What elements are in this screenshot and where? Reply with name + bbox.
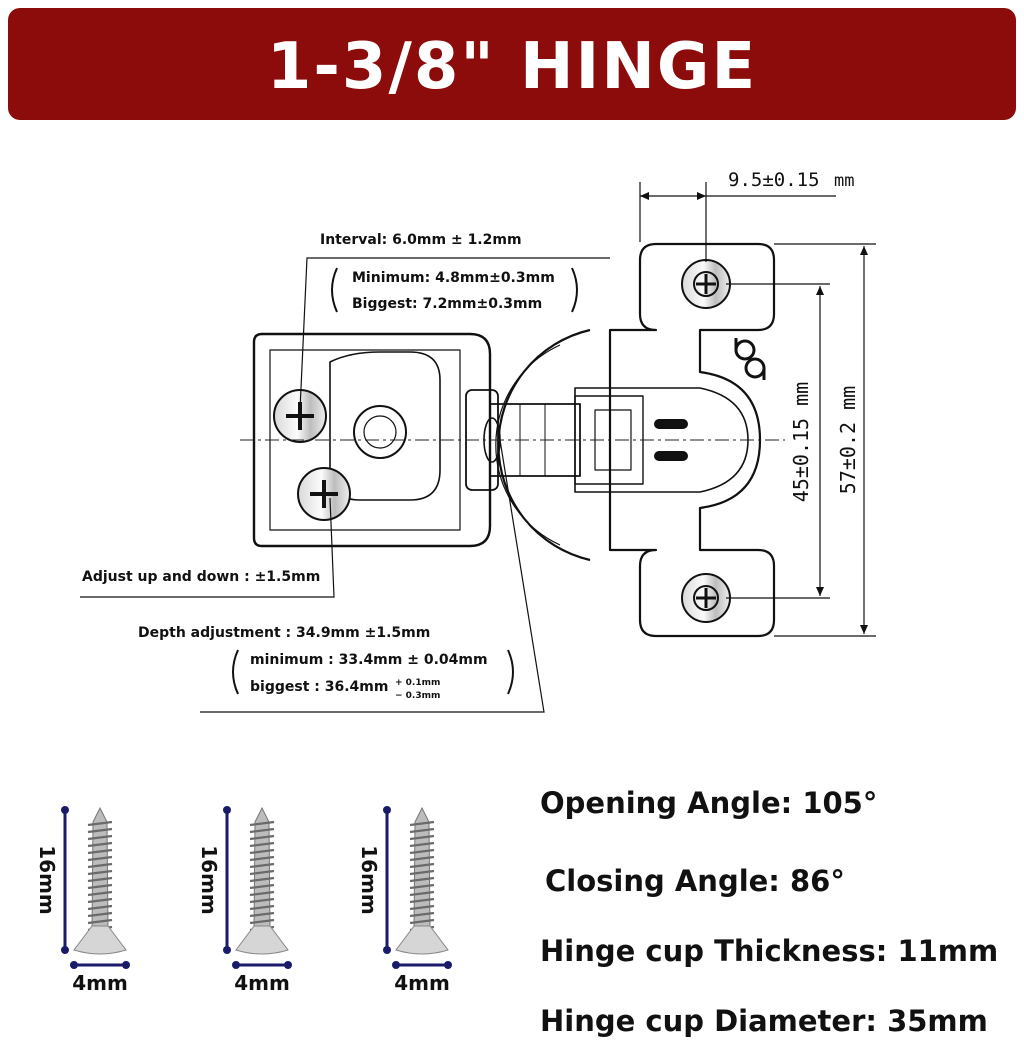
plate-screw-bottom: [681, 573, 731, 623]
leader-lines: [80, 257, 610, 713]
screw-length-label: 16mm: [197, 845, 221, 915]
screw-width-label: 4mm: [72, 971, 128, 995]
brackets: [232, 267, 578, 695]
interval-min-label: Minimum: 4.8mm±0.3mm: [352, 270, 555, 286]
mounting-plate: [608, 242, 776, 638]
screw-3: 16mm 4mm: [357, 806, 452, 995]
depth-max-plus: + 0.1mm: [395, 678, 440, 688]
page-title: 1-3/8" HINGE: [266, 30, 758, 104]
spec-cup-diameter: Hinge cup Diameter: 35mm: [540, 1004, 988, 1038]
screw-2: 16mm 4mm: [197, 806, 292, 995]
hinge-cup: [497, 328, 591, 562]
brand-logo: [734, 338, 766, 380]
screw-width-label: 4mm: [234, 971, 290, 995]
depth-max-label: biggest : 36.4mm: [250, 679, 388, 695]
dimension-lines: [639, 182, 876, 637]
screw-illustrations: 16mm 4mm 16mm 4mm 16mm 4mm: [35, 806, 452, 995]
adjust-up-down-label: Adjust up and down : ±1.5mm: [82, 569, 320, 585]
spec-closing-angle: Closing Angle: 86°: [545, 864, 845, 898]
screw-1: 16mm 4mm: [35, 806, 130, 995]
plate-screw-top: [681, 259, 731, 309]
top-offset-label: 9.5±0.15: [728, 169, 820, 191]
plate-height-label: 57±0.2 mm: [836, 386, 860, 494]
spec-cup-thickness: Hinge cup Thickness: 11mm: [540, 934, 999, 968]
interval-label: Interval: 6.0mm ± 1.2mm: [320, 232, 522, 248]
screw-length-label: 16mm: [35, 845, 59, 915]
arm-screw-lower: [297, 467, 351, 521]
arm-screw-upper: [273, 389, 327, 443]
interval-max-label: Biggest: 7.2mm±0.3mm: [352, 296, 542, 312]
screw-length-label: 16mm: [357, 845, 381, 915]
title-banner: 1-3/8" HINGE: [8, 8, 1016, 120]
hinge-arm: [252, 332, 492, 548]
depth-max-minus: − 0.3mm: [395, 691, 440, 701]
screw-width-label: 4mm: [394, 971, 450, 995]
top-offset-unit: mm: [834, 171, 854, 191]
depth-min-label: minimum : 33.4mm ± 0.04mm: [250, 652, 488, 668]
depth-adjustment-label: Depth adjustment : 34.9mm ±1.5mm: [138, 625, 430, 641]
spec-opening-angle: Opening Angle: 105°: [540, 786, 878, 820]
hole-spacing-label: 45±0.15 mm: [789, 382, 813, 502]
